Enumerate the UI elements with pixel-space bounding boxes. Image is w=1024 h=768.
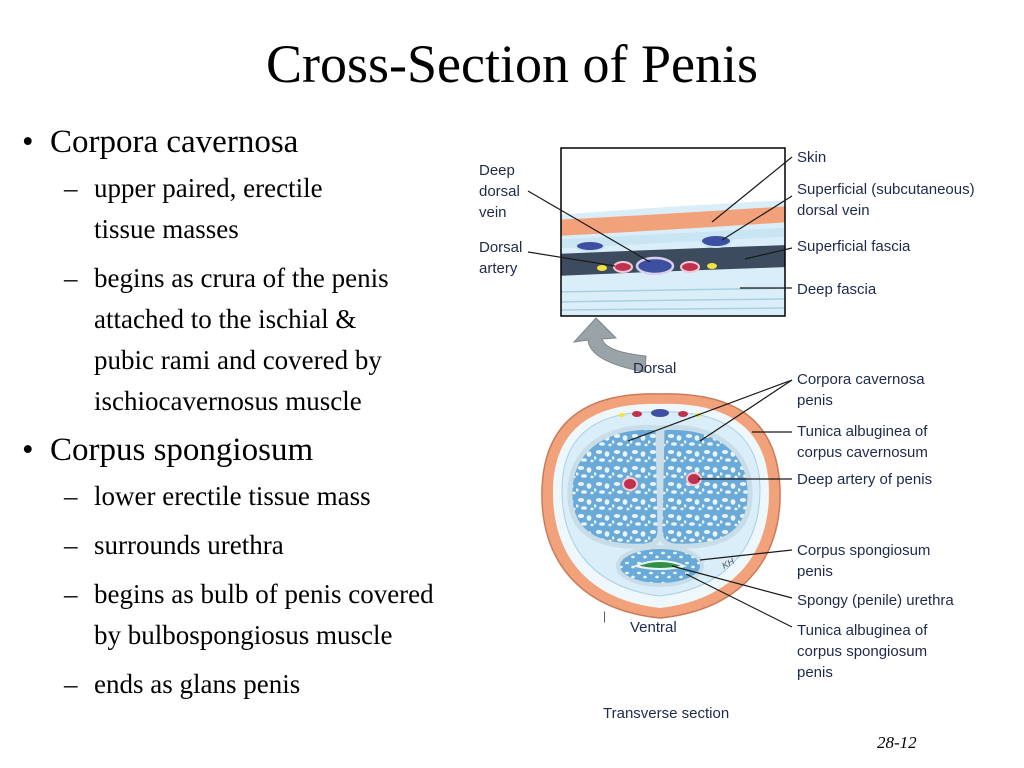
dorsal-nerve-small-left xyxy=(619,413,625,417)
leader-corpus-spongiosum xyxy=(699,549,793,561)
inset-superficial-vein-left xyxy=(575,240,605,252)
bullet-corpus-spongiosum: Corpus spongiosum lower erectile tissue … xyxy=(18,430,538,705)
leader-dorsal-artery xyxy=(527,251,616,267)
leader-skin xyxy=(711,156,793,223)
bullet-heading: Corpus spongiosum xyxy=(50,432,314,468)
label-urethra: Spongy (penile) urethra xyxy=(797,592,954,609)
stray-mark: | xyxy=(603,609,606,623)
inset-superficial-vein-right xyxy=(700,234,732,248)
inset-dorsal-nerve-right xyxy=(707,263,717,269)
leader-tunica-spongiosum xyxy=(685,573,793,628)
sub-item-line: begins as crura of the penis xyxy=(94,263,389,293)
inset-deep-dorsal-vein xyxy=(635,256,675,276)
label-dorsal: Dorsal xyxy=(633,360,676,377)
label-corpora-cavernosa: Corpora cavernosa penis xyxy=(797,371,929,409)
magnify-arrow-icon xyxy=(572,317,647,373)
label-tunica-spongiosum: Tunica albuginea of corpus spongiosum pe… xyxy=(797,622,932,681)
sub-list: lower erectile tissue mass surrounds ure… xyxy=(50,476,538,705)
sub-item-line: attached to the ischial & xyxy=(94,304,357,334)
sub-item: surrounds urethra xyxy=(50,525,538,566)
sub-item-line: pubic rami and covered by xyxy=(94,345,382,375)
inset-dorsal-artery-left xyxy=(613,261,633,273)
sub-item: begins as crura of the penis attached to… xyxy=(50,258,538,422)
deep-artery-left xyxy=(622,477,638,491)
bullet-list: Corpora cavernosa upper paired, erectile… xyxy=(18,122,538,713)
sub-item-line: ends as glans penis xyxy=(94,669,301,699)
label-deep-fascia: Deep fascia xyxy=(797,281,877,298)
sub-item-line: tissue masses xyxy=(94,214,239,244)
bullet-corpora-cavernosa: Corpora cavernosa upper paired, erectile… xyxy=(18,122,538,422)
sub-item: lower erectile tissue mass xyxy=(50,476,538,517)
sub-item-line: surrounds urethra xyxy=(94,530,284,560)
sub-item: upper paired, erectile tissue masses xyxy=(50,168,538,250)
label-superficial-fascia: Superficial fascia xyxy=(797,238,911,255)
slide-title: Cross-Section of Penis xyxy=(266,34,758,94)
inset-superficial-fascia xyxy=(561,245,785,276)
dorsal-inset xyxy=(560,147,786,317)
leader-deep-dorsal-vein xyxy=(527,190,651,263)
label-skin: Skin xyxy=(797,149,826,166)
leader-corpora-right xyxy=(699,379,793,442)
label-deep-artery: Deep artery of penis xyxy=(797,471,932,488)
urethra xyxy=(632,560,688,570)
sub-item: ends as glans penis xyxy=(50,664,538,705)
leader-superficial-fascia xyxy=(744,247,793,260)
label-corpus-spongiosum: Corpus spongiosum penis xyxy=(797,542,935,580)
label-tunica-cavernosum: Tunica albuginea of corpus cavernosum xyxy=(797,423,932,461)
corpus-cavernosum-right xyxy=(657,424,753,549)
sub-item: begins as bulb of penis covered by bulbo… xyxy=(50,574,538,656)
inset-border xyxy=(560,147,786,317)
label-dorsal-artery: Dorsal artery xyxy=(479,239,527,277)
diagram-caption: Transverse section xyxy=(603,705,729,722)
sub-item-line: upper paired, erectile xyxy=(94,173,323,203)
sub-item-line: begins as bulb of penis covered xyxy=(94,579,434,609)
cross-section: KH | xyxy=(541,393,781,623)
leader-lines xyxy=(527,156,793,628)
dorsal-artery-small-left xyxy=(632,411,642,417)
sub-list: upper paired, erectile tissue masses beg… xyxy=(50,168,538,422)
leader-urethra xyxy=(671,565,793,599)
leader-corpora-left xyxy=(627,379,793,442)
bullet-heading: Corpora cavernosa xyxy=(50,124,299,160)
dorsal-artery-small-right xyxy=(678,411,688,417)
sub-item-line: ischiocavernosus muscle xyxy=(94,386,362,416)
inset-dorsal-nerve-left xyxy=(597,265,607,271)
label-superficial-dorsal-vein: Superficial (subcutaneous) dorsal vein xyxy=(797,181,979,219)
deep-dorsal-vein-small xyxy=(651,409,669,417)
sub-item-line: by bulbospongiosus muscle xyxy=(94,620,393,650)
label-ventral: Ventral xyxy=(630,619,677,636)
page-number: 28-12 xyxy=(877,733,917,752)
leader-superficial-vein xyxy=(721,195,793,241)
sub-item-line: lower erectile tissue mass xyxy=(94,481,371,511)
label-deep-dorsal-vein: Deep dorsal vein xyxy=(479,162,524,221)
corpus-cavernosum-left xyxy=(567,424,663,549)
inset-dorsal-artery-right xyxy=(680,261,700,273)
